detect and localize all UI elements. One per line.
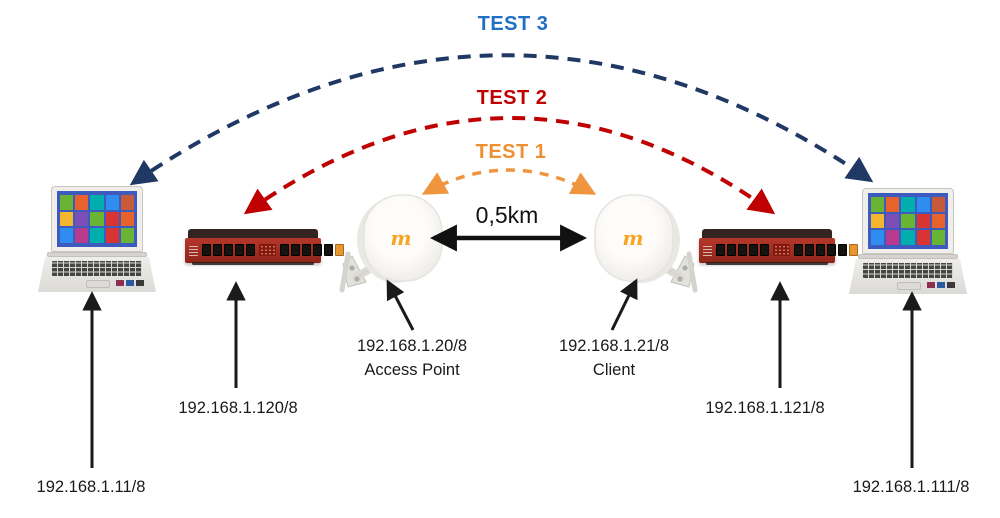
sfp-port — [335, 243, 344, 256]
laptop-keyboard-deck — [849, 259, 967, 294]
distance-label: 0,5km — [475, 202, 539, 228]
windows8-start-screen — [868, 193, 948, 249]
led-matrix — [259, 243, 276, 256]
router-base-shadow — [192, 262, 314, 265]
laptop-screen — [862, 188, 954, 254]
laptop-stickers — [116, 280, 144, 286]
ip-router-left: 192.168.1.120/8 — [178, 399, 298, 417]
ethernet-ports — [716, 243, 858, 256]
router-right — [699, 229, 858, 269]
sfp-port — [849, 243, 858, 256]
laptop-touchpad — [897, 282, 921, 290]
ip-laptop-right: 192.168.1.111/8 — [852, 478, 970, 496]
ethernet-ports — [202, 243, 344, 256]
windows-tiles — [60, 195, 134, 243]
laptop-stickers — [927, 282, 955, 288]
test1-label: TEST 1 — [475, 141, 547, 163]
laptop-keyboard-deck — [38, 257, 156, 292]
laptop-touchpad — [86, 280, 110, 288]
router-base-shadow — [706, 262, 828, 265]
test2-label: TEST 2 — [476, 87, 548, 109]
dish-antenna-illustration: m — [339, 194, 443, 293]
router-model-label — [703, 244, 712, 256]
antenna-access-point: m — [338, 190, 453, 295]
router-left — [185, 229, 344, 269]
windows8-start-screen — [57, 191, 137, 247]
laptop-left — [38, 186, 156, 298]
ip-router-right: 192.168.1.121/8 — [705, 399, 825, 417]
router-front-panel — [699, 238, 858, 263]
role-client: Client — [592, 361, 636, 379]
mimosa-logo: m — [622, 226, 643, 250]
laptop-keyboard — [863, 263, 953, 278]
ip-access-point: 192.168.1.20/8 — [356, 337, 468, 355]
ip-laptop-left: 192.168.1.11/8 — [36, 478, 146, 496]
test3-label: TEST 3 — [477, 13, 549, 35]
ip-client: 192.168.1.21/8 — [558, 337, 670, 355]
laptop-hinge — [858, 254, 958, 259]
mimosa-logo: m — [390, 226, 411, 250]
router-model-label — [189, 244, 198, 256]
antenna-client: m — [584, 190, 699, 295]
windows-tiles — [871, 197, 945, 245]
router-front-panel — [185, 238, 344, 263]
led-matrix — [773, 243, 790, 256]
laptop-hinge — [47, 252, 147, 257]
laptop-screen — [51, 186, 143, 252]
laptop-right — [849, 188, 967, 300]
dish-antenna-illustration: m — [594, 194, 698, 293]
laptop-keyboard — [52, 261, 142, 276]
mirrored-body — [594, 194, 698, 293]
role-access-point: Access Point — [364, 361, 460, 379]
